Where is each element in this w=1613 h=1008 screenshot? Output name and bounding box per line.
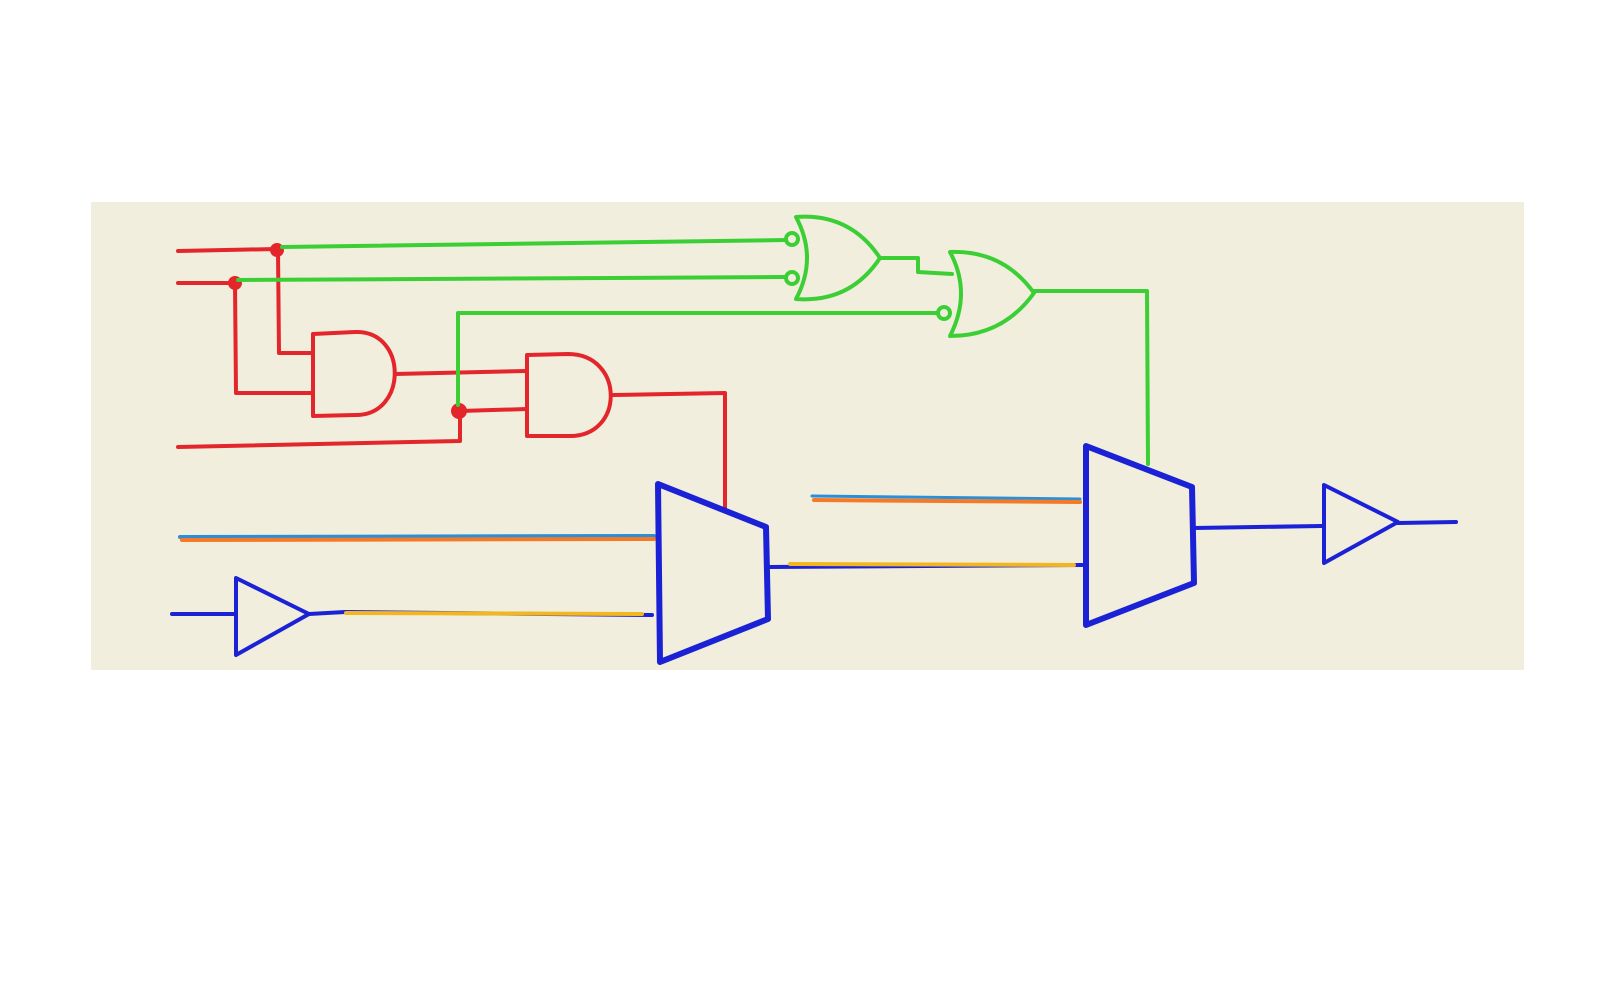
wire-c-to-and2 — [458, 407, 529, 413]
data-line-mux2-input-2-yellow — [788, 562, 1076, 567]
wire-and1-to-and2 — [393, 369, 529, 376]
wire-or2-to-mux2 — [1032, 289, 1150, 466]
wire-a-to-and1 — [276, 248, 315, 355]
data-line-mux2-input-1-orange — [812, 498, 1082, 504]
or-logic-group — [236, 214, 1150, 466]
mux-1 — [655, 481, 771, 665]
or1-inversion-bubble-top — [784, 231, 800, 247]
input-wire-c — [176, 410, 462, 449]
or2-inversion-bubble — [936, 305, 952, 321]
highlight-lines-group — [178, 494, 1082, 542]
wire-output — [1396, 520, 1458, 525]
wire-c-to-or2 — [456, 311, 940, 407]
data-line-mux1-input-1-blue — [178, 534, 656, 539]
yellow-highlights-group — [344, 562, 1076, 616]
or1-inversion-bubble-bottom — [784, 270, 800, 286]
wire-b-to-or1 — [236, 275, 788, 282]
wire-or1-to-or2 — [878, 256, 954, 276]
wire-a-to-or1 — [280, 238, 788, 249]
or-gate-1 — [794, 214, 882, 302]
junction-dot-c — [451, 403, 467, 419]
wire-mux2-to-buffer — [1192, 524, 1324, 530]
input-wire-a — [176, 247, 278, 253]
data-line-mux2-input-1-blue — [810, 494, 1082, 501]
output-buffer — [1322, 483, 1400, 565]
and-gate-2 — [525, 352, 613, 439]
wire-and2-to-mux1 — [611, 391, 727, 510]
data-line-mux1-input-1-orange — [180, 537, 656, 542]
input-buffer — [234, 576, 311, 657]
data-line-mux1-input-2-yellow — [344, 611, 644, 616]
mux-2 — [1083, 443, 1197, 628]
wire-b-to-and1 — [233, 281, 315, 395]
or-gate-2 — [948, 249, 1036, 338]
and-gate-1 — [311, 329, 397, 418]
